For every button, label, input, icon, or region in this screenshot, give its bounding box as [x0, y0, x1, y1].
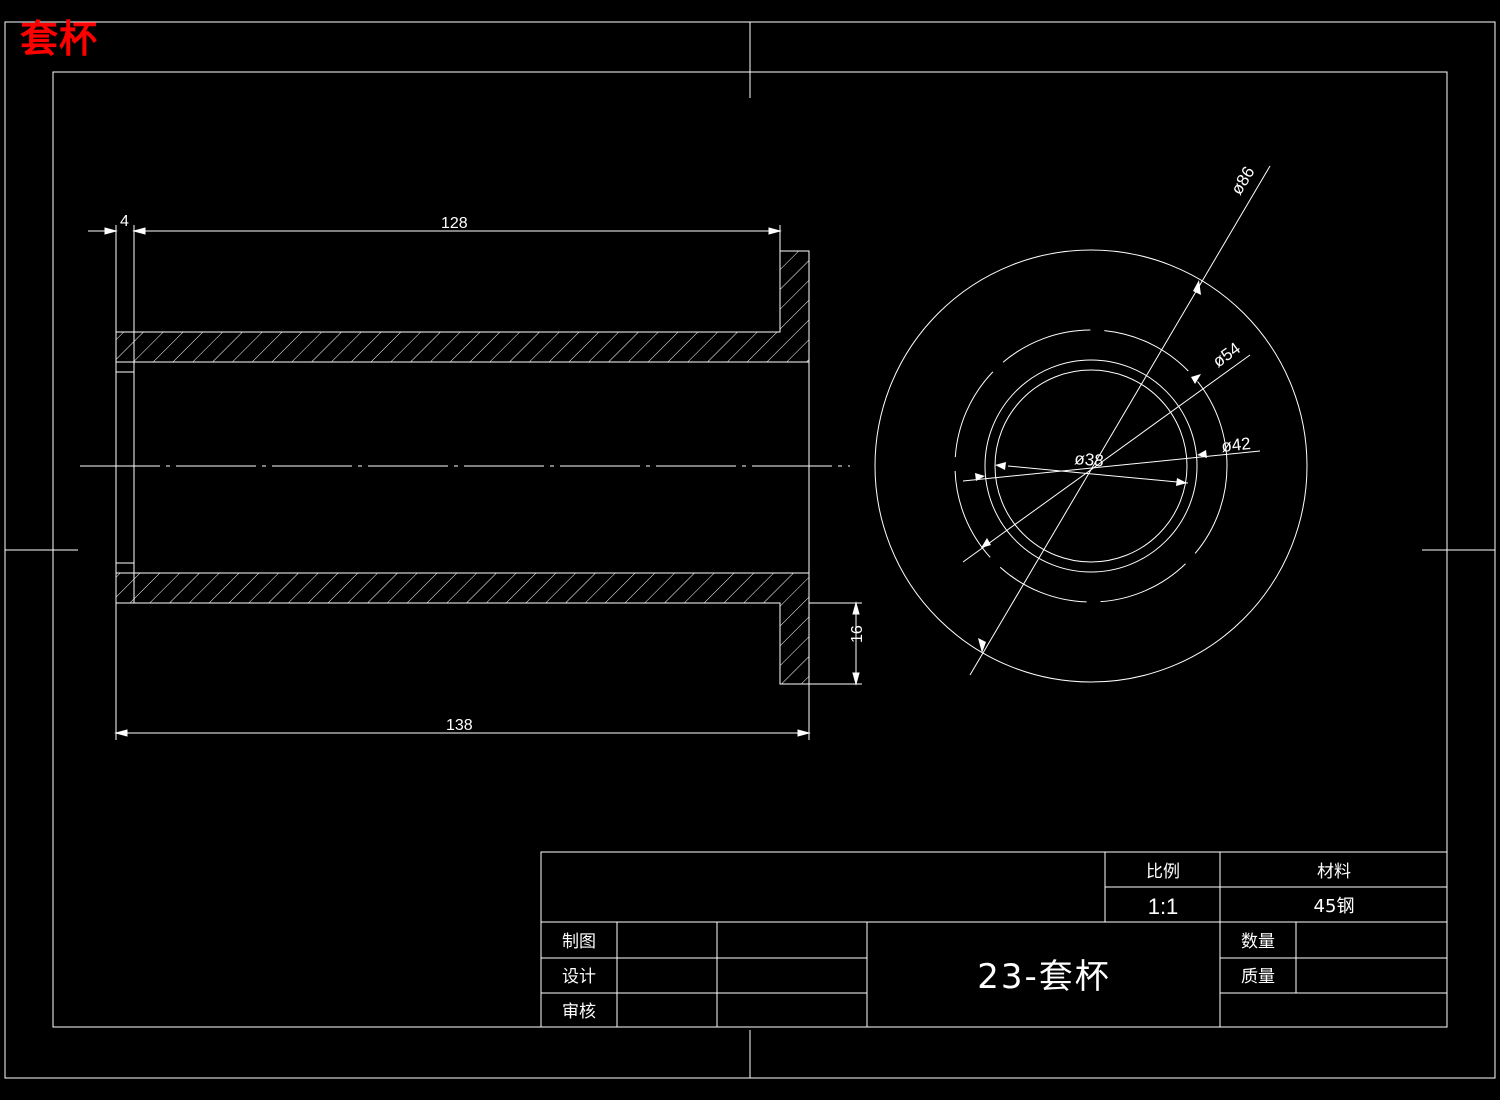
dim-128-label: 128 [441, 215, 468, 232]
side-view-labels: ø86 ø54 ø42 ø38 [1074, 163, 1259, 470]
front-dimension-labels: 4 128 138 16 [120, 213, 866, 734]
dia-54-leader [962, 354, 1251, 563]
hatch-lower-wall [115, 572, 810, 685]
dia-38-label: ø38 [1074, 449, 1105, 470]
scale-label: 比例 [1146, 862, 1180, 882]
dim-16-label: 16 [849, 625, 866, 643]
material-value: 45钢 [1314, 896, 1355, 917]
drawn-by-label: 制图 [562, 932, 596, 952]
hidden-circle-d54 [954, 329, 1228, 603]
scale-value: 1:1 [1148, 894, 1179, 919]
inner-border [52, 71, 1448, 1028]
designed-by-label: 设计 [562, 967, 596, 987]
circle-d38 [994, 369, 1188, 563]
sheet-frame [4, 21, 1496, 1079]
side-view-arrows [975, 280, 1207, 653]
title-block-text: 比例 1:1 材料 45钢 制图 设计 审核 23-套杯 数量 质量 [562, 862, 1354, 1022]
front-dimensions [88, 225, 862, 740]
hatch-upper-wall [115, 250, 810, 363]
dim-4-label: 4 [120, 213, 129, 230]
dia-42-label: ø42 [1220, 434, 1251, 456]
watermark-title: 套杯 [20, 16, 99, 61]
side-view [874, 165, 1308, 683]
dia-42-leader [962, 450, 1261, 482]
outer-circle-d86 [874, 249, 1308, 683]
quantity-label: 数量 [1241, 932, 1275, 952]
dia-54-label: ø54 [1209, 339, 1244, 372]
dim-138-label: 138 [446, 717, 473, 734]
checked-by-label: 审核 [562, 1002, 596, 1022]
material-label: 材料 [1317, 862, 1351, 882]
dia-38-leader [1007, 465, 1189, 484]
title-block [540, 851, 1448, 1028]
circle-d42 [984, 359, 1198, 573]
mass-label: 质量 [1241, 967, 1275, 987]
front-section-view [80, 250, 850, 685]
outer-border [4, 21, 1496, 1079]
drawing-title: 23-套杯 [977, 957, 1111, 997]
dia-86-leader [969, 165, 1271, 676]
